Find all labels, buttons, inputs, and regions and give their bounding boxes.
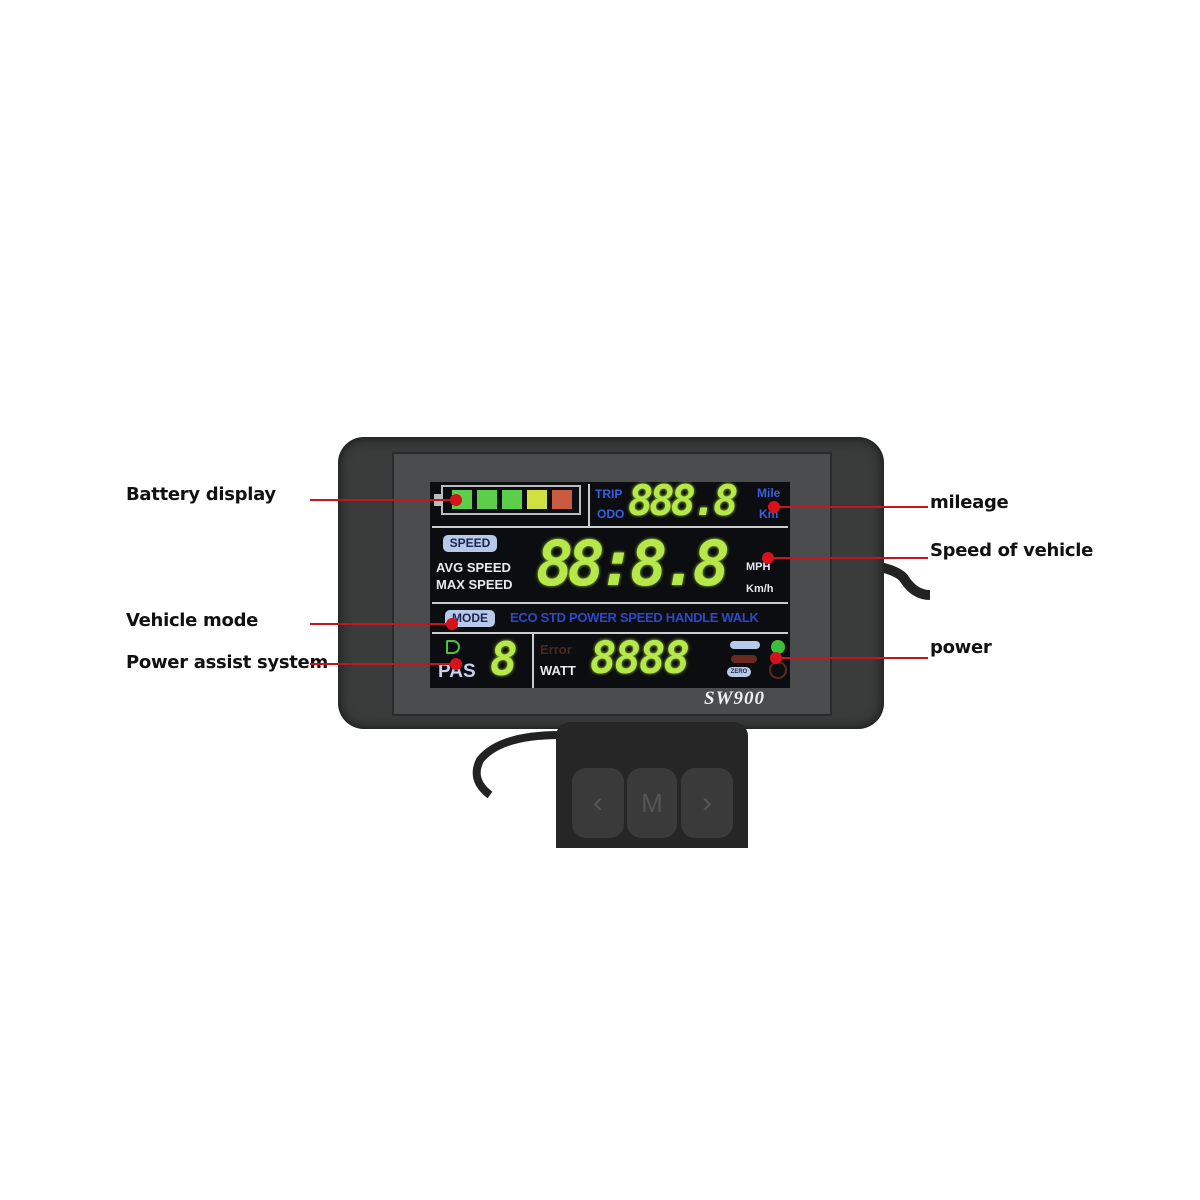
leader-dot [762, 552, 774, 564]
battery-bar [527, 490, 547, 509]
battery-annotation: Battery display [126, 484, 276, 505]
battery-bars [452, 490, 572, 509]
pas-annotation: Power assist system [126, 652, 328, 673]
divider [588, 484, 590, 526]
status-pill [730, 641, 760, 649]
mode-list: ECO STD POWER SPEED HANDLE WALK [510, 610, 759, 625]
divider [432, 526, 788, 528]
leader-dot [450, 658, 462, 670]
power-annotation: power [930, 637, 992, 658]
mileage-annotation: mileage [930, 492, 1009, 513]
pas-digit: 8 [490, 632, 518, 686]
leader-line [310, 663, 456, 665]
leader-line [772, 506, 928, 508]
mileage-digits: 888.8 [628, 476, 738, 525]
leader-line [310, 623, 450, 625]
leader-dot [768, 501, 780, 513]
leader-dot [446, 618, 458, 630]
divider [432, 602, 788, 604]
status-pill [731, 655, 757, 663]
zero-pill: ZERO [727, 667, 751, 677]
leader-line [766, 557, 928, 559]
battery-bar [477, 490, 497, 509]
max-speed-label: MAX SPEED [436, 577, 513, 592]
menu-button[interactable]: M [627, 768, 677, 838]
power-icon [769, 661, 787, 679]
speed-badge: SPEED [443, 535, 497, 552]
right-button[interactable]: › [681, 768, 733, 838]
leader-line [774, 657, 928, 659]
mode-annotation: Vehicle mode [126, 610, 259, 631]
speed-digits: 88:8.8 [536, 527, 730, 600]
leader-dot [770, 652, 782, 664]
pas-label: PAS [438, 661, 476, 682]
left-button[interactable]: ‹ [572, 768, 624, 838]
model-logo: SW900 [704, 688, 765, 709]
mph-unit: MPH [746, 561, 771, 573]
watt-label: WATT [540, 663, 576, 678]
avg-speed-label: AVG SPEED [436, 560, 511, 575]
mile-unit: Mile [757, 486, 781, 500]
trip-label: TRIP [595, 487, 623, 501]
divider [432, 632, 788, 634]
kmh-unit: Km/h [746, 583, 774, 595]
odo-label: ODO [597, 507, 625, 521]
headlight-icon [446, 640, 460, 654]
error-label: Error [540, 642, 572, 657]
divider [532, 634, 534, 688]
battery-bar [502, 490, 522, 509]
battery-bar [552, 490, 572, 509]
leader-line [310, 499, 456, 501]
leader-dot [450, 494, 462, 506]
bluetooth-icon [771, 640, 785, 654]
watt-digits: 8888 [590, 633, 690, 684]
lcd [430, 482, 790, 688]
speed-annotation: Speed of vehicle [930, 540, 1094, 561]
